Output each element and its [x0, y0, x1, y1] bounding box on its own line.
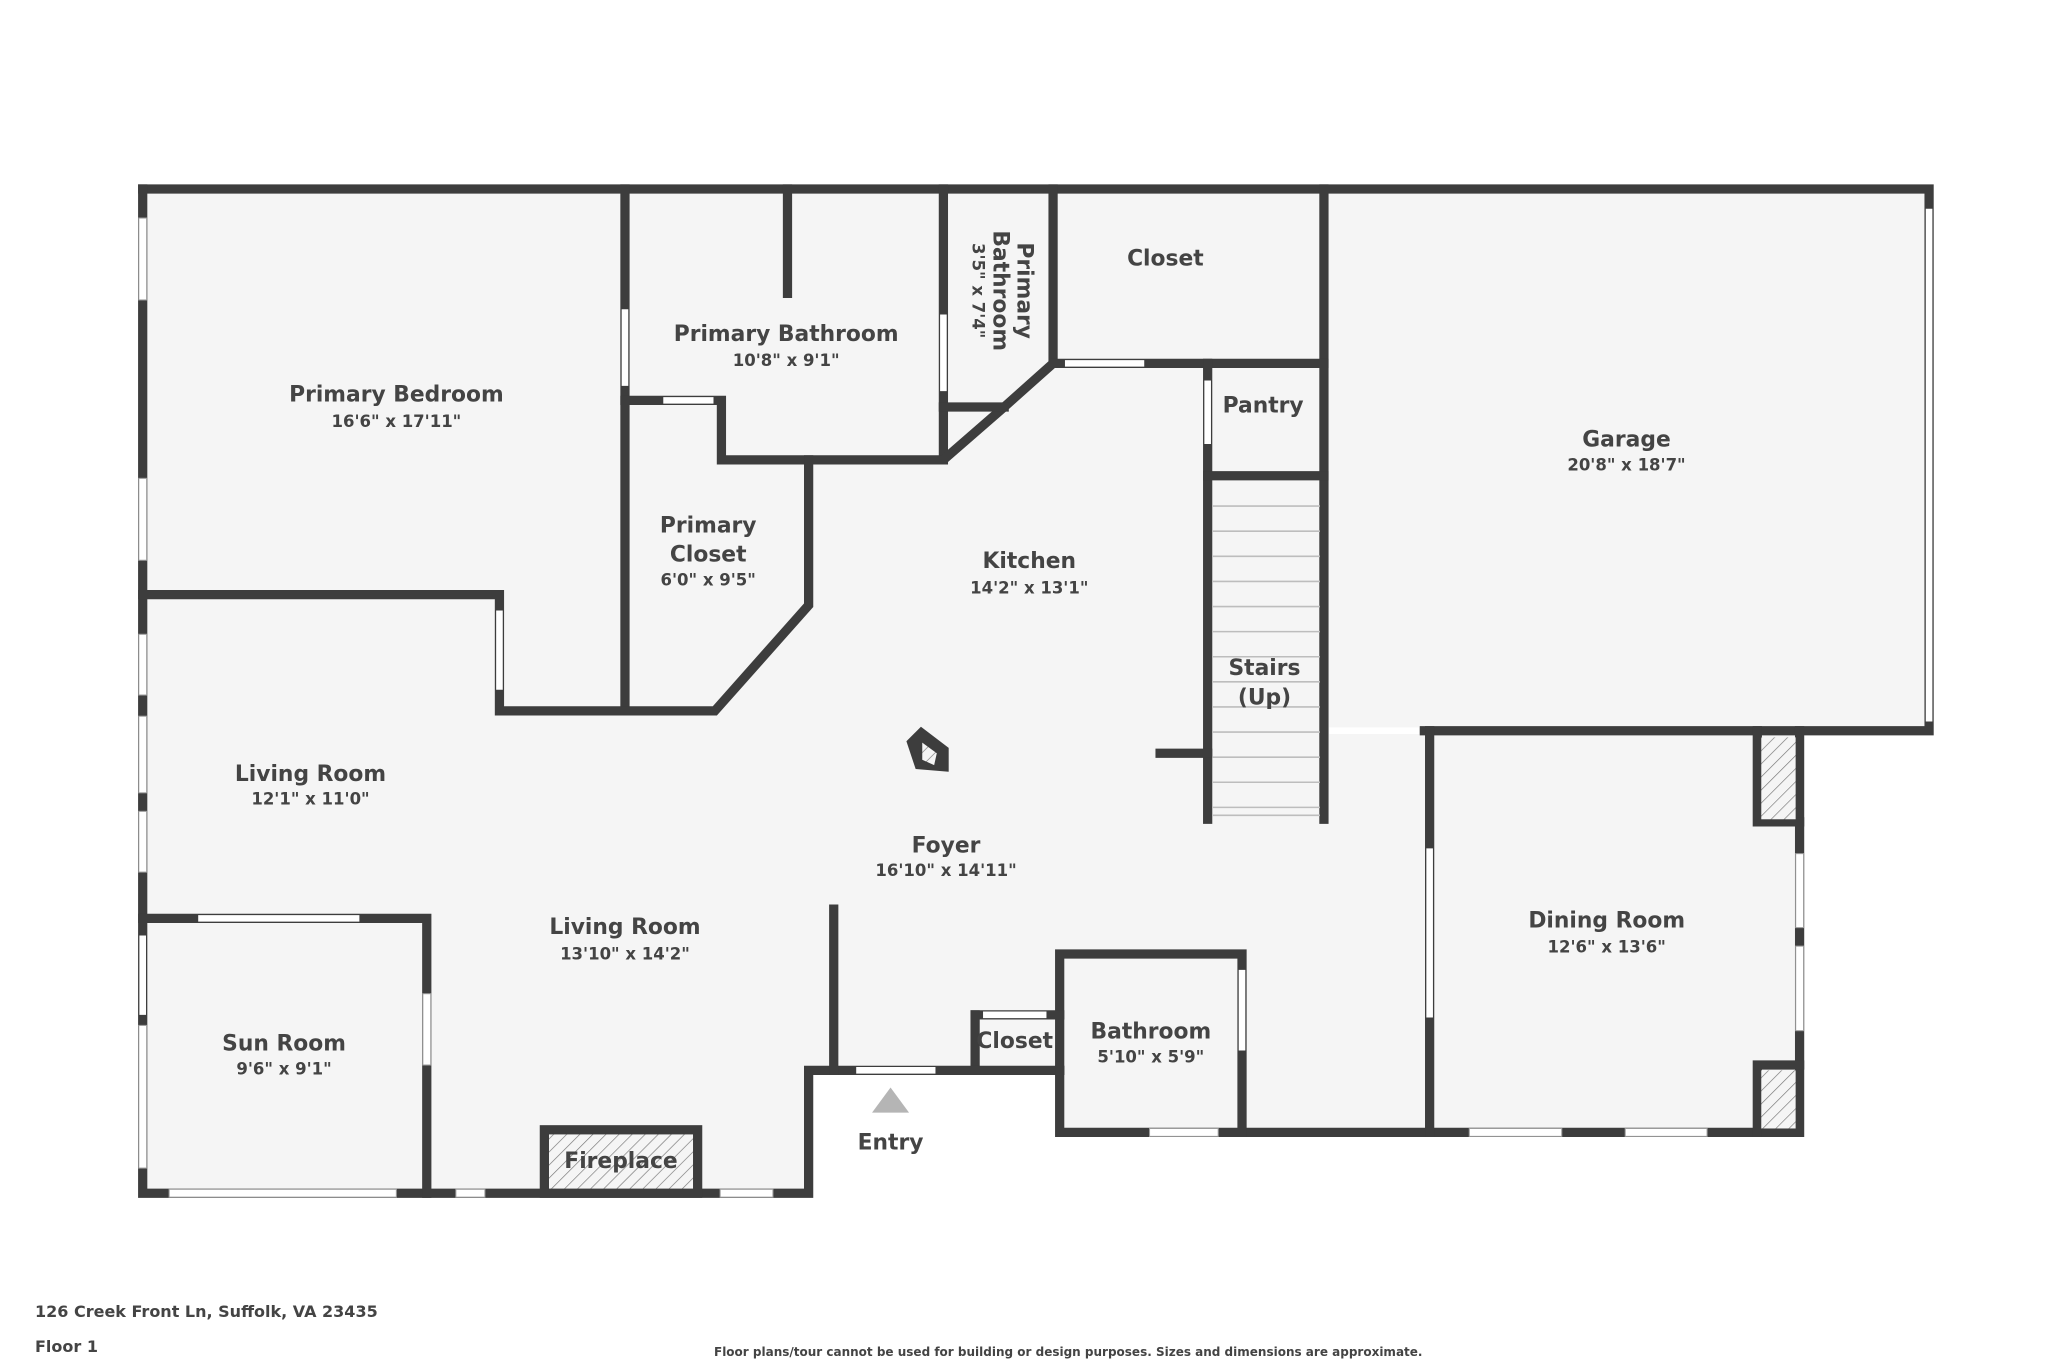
floor-label: Floor 1 [35, 1337, 98, 1356]
camera-viewpoint-icon[interactable] [906, 726, 949, 772]
room-name: Entry [858, 1131, 924, 1156]
room-dims: 9'6" x 9'1" [236, 1059, 331, 1078]
room-dims: 14'2" x 13'1" [970, 578, 1088, 597]
room-name: Closet [1127, 247, 1204, 272]
property-address: 126 Creek Front Ln, Suffolk, VA 23435 [35, 1302, 378, 1321]
room-name: Sun Room [222, 1032, 346, 1057]
room-dims: 12'6" x 13'6" [1548, 938, 1666, 957]
room-name: Closet [670, 543, 747, 568]
room-dims: 13'10" x 14'2" [560, 944, 690, 963]
room-name: Fireplace [564, 1149, 677, 1174]
room-dims: 6'0" x 9'5" [661, 570, 756, 589]
room-dims: 3'5" x 7'4" [968, 243, 987, 338]
room-name: Garage [1582, 428, 1670, 453]
room-dims: 20'8" x 18'7" [1567, 455, 1685, 474]
room-name: (Up) [1238, 685, 1291, 710]
room-name: Primary Bathroom [674, 322, 899, 347]
room-dims: 5'10" x 5'9" [1097, 1047, 1204, 1066]
room-name: Living Room [235, 762, 386, 787]
room-name: Bathroom [988, 230, 1013, 351]
room-name: Pantry [1223, 393, 1304, 418]
room-dims: 10'8" x 9'1" [733, 351, 840, 370]
room-name: Stairs [1228, 656, 1300, 681]
windows [138, 217, 1805, 1198]
door-openings [139, 208, 1933, 1074]
room-name: Primary [1011, 242, 1036, 339]
room-dims: 16'6" x 17'11" [331, 412, 461, 431]
entry-arrow-icon [872, 1087, 910, 1113]
staircase [1212, 505, 1320, 817]
room-name: Foyer [912, 833, 981, 858]
floor-area [142, 188, 1930, 1194]
room-dims: 16'10" x 14'11" [875, 861, 1016, 880]
disclaimer: Floor plans/tour cannot be used for buil… [714, 1345, 1423, 1359]
room-name: Bathroom [1091, 1020, 1212, 1045]
room-name: Primary Bedroom [289, 383, 504, 408]
room-name: Closet [976, 1029, 1053, 1054]
room-name: Dining Room [1528, 909, 1685, 934]
room-name: Primary [660, 514, 757, 539]
room-name: Kitchen [983, 549, 1077, 574]
dining-chimneys [1761, 737, 1796, 1129]
room-name: Living Room [549, 915, 700, 940]
room-dims: 12'1" x 11'0" [251, 790, 369, 809]
room-labels: Primary Bedroom 16'6" x 17'11" Primary B… [222, 230, 1685, 1174]
